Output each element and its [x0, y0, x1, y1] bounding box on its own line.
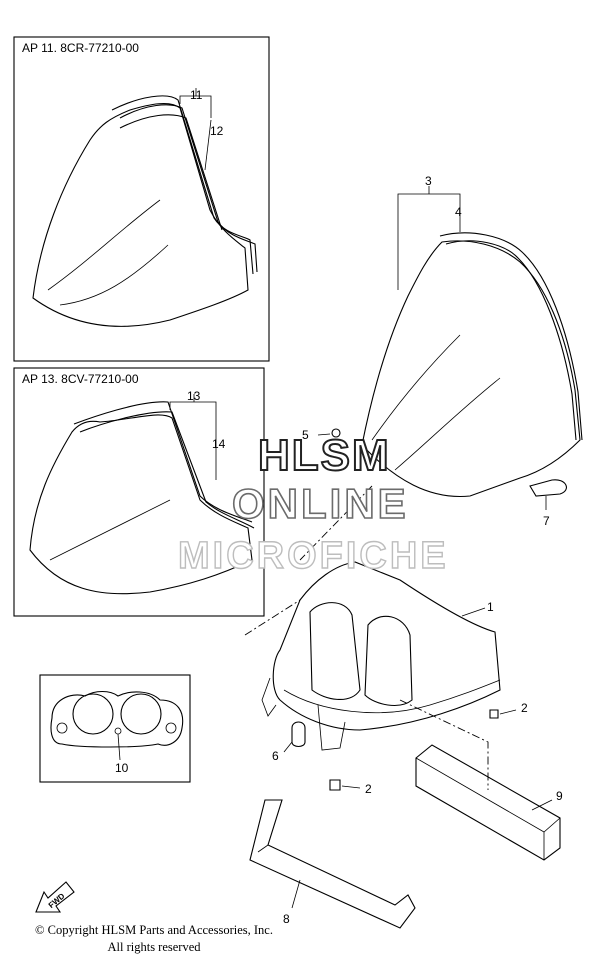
callout-7: 7	[543, 514, 550, 528]
fasteners: 2 2 6	[272, 701, 528, 796]
copyright-notice: © Copyright HLSM Parts and Accessories, …	[4, 922, 304, 956]
foam-block: 9	[415, 744, 563, 861]
callout-2a: 2	[521, 701, 528, 715]
copyright-line-2: All rights reserved	[107, 940, 201, 954]
inset-11-title: AP 11. 8CR-77210-00	[22, 41, 139, 55]
callout-4: 4	[455, 205, 462, 219]
watermark-online: ONLINE	[232, 480, 409, 527]
callout-5: 5	[302, 428, 309, 442]
inset-13-title: AP 13. 8CV-77210-00	[22, 372, 139, 386]
callout-14: 14	[212, 437, 226, 451]
watermark: HLSM ONLINE MICROFICHE	[177, 430, 449, 578]
callout-8: 8	[283, 912, 290, 926]
inset-windshield-11: AP 11. 8CR-77210-00 11 12	[13, 36, 270, 362]
callout-3: 3	[425, 174, 432, 188]
main-windshield: 3 4 5 7	[302, 174, 583, 528]
callout-6: 6	[272, 749, 279, 763]
seal-strip: 8	[249, 799, 416, 929]
callout-10: 10	[115, 761, 129, 775]
callout-13: 13	[187, 389, 201, 403]
fwd-arrow-icon: FWD	[35, 881, 75, 913]
callout-9: 9	[556, 789, 563, 803]
cowling: 1	[244, 485, 501, 790]
inset-windshield-13: AP 13. 8CV-77210-00 13 14	[13, 367, 265, 617]
copyright-line-1: © Copyright HLSM Parts and Accessories, …	[35, 923, 273, 937]
callout-1: 1	[487, 600, 494, 614]
callout-11: 11	[190, 88, 203, 102]
callout-2b: 2	[365, 782, 372, 796]
callout-12: 12	[210, 124, 224, 138]
watermark-hlsm: HLSM	[258, 431, 391, 480]
watermark-microfiche: MICROFICHE	[178, 535, 449, 577]
inset-meter-panel: 10	[39, 674, 191, 783]
